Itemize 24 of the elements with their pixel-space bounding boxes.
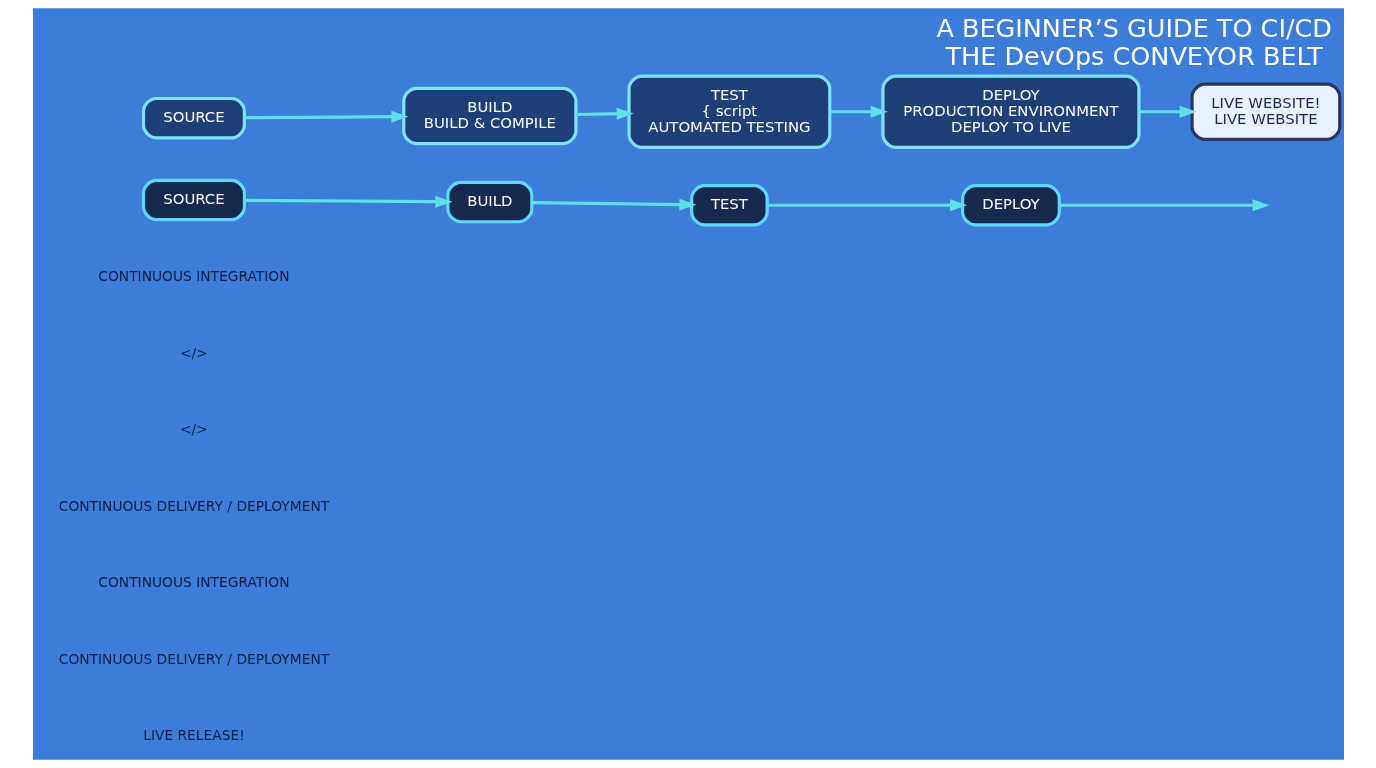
node-box: BUILD BUILD & COMPILE [401,86,577,146]
arrow [531,198,696,211]
node-box: TEST { script AUTOMATED TESTING [626,74,831,149]
node-box: SOURCE [141,178,246,222]
label: CONTINUOUS INTEGRATION [97,574,290,591]
node-box: DEPLOY [960,184,1061,227]
node-box: TEST [689,184,769,227]
node-box: SOURCE [141,96,246,140]
arrow [766,199,967,212]
node-box: BUILD [445,180,533,224]
label: </> [179,344,208,361]
label: </> [179,421,208,438]
arrow [244,110,408,123]
label: CONTINUOUS DELIVERY / DEPLOYMENT [58,650,329,667]
node-box: LIVE WEBSITE! LIVE WEBSITE [1190,82,1341,141]
node-box: DEPLOY PRODUCTION ENVIRONMENT DEPLOY TO LIVE [880,74,1141,149]
arrow [575,107,634,120]
arrow [829,105,888,118]
arrow [1059,199,1270,212]
label: LIVE RELEASE! [142,727,245,744]
arrow [1138,105,1197,118]
label: CONTINUOUS INTEGRATION [97,268,290,285]
arrow [244,195,452,208]
label: CONTINUOUS DELIVERY / DEPLOYMENT [58,497,329,514]
